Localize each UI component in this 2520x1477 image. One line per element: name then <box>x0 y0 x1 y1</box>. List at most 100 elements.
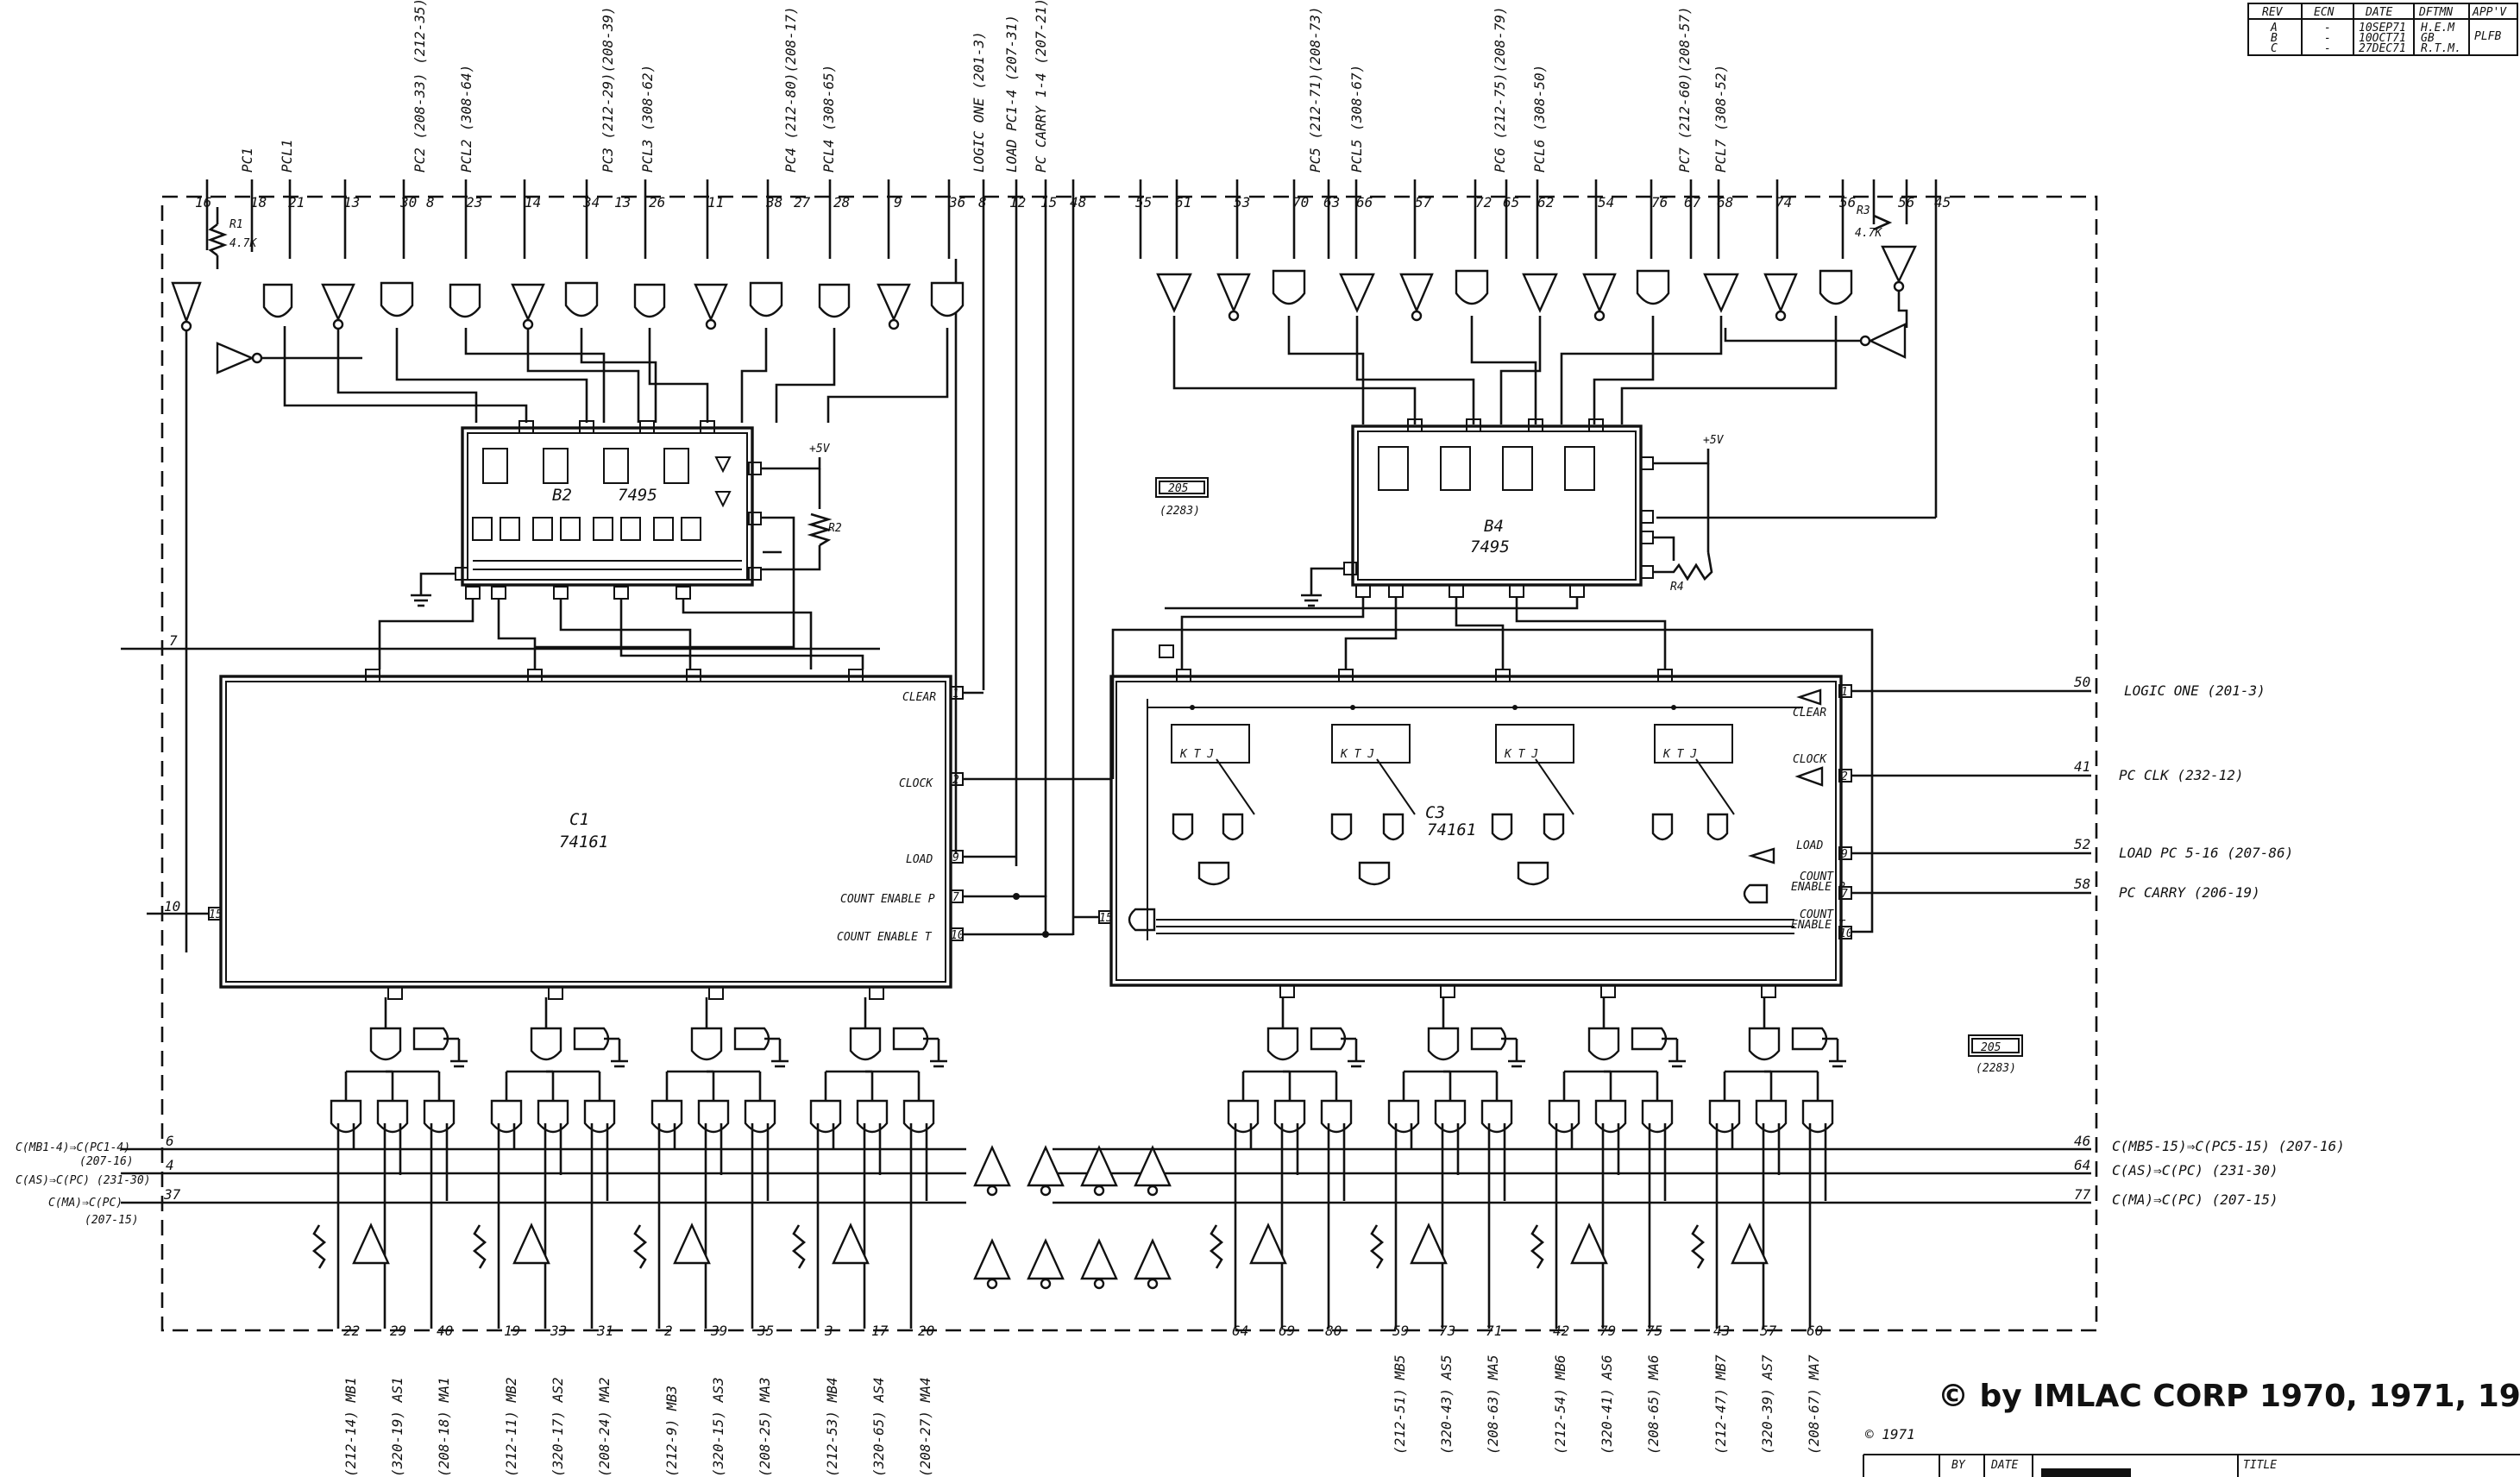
sig-pcl4: PCL4 (308-65) <box>820 65 837 173</box>
rev-b-ecn: - <box>2324 32 2331 45</box>
svg-text:LOGIC ONE (201-3): LOGIC ONE (201-3) <box>2124 682 2265 699</box>
gate-and-or-6 <box>1587 1027 1620 1061</box>
gate-nand-5-1 <box>1434 1099 1467 1134</box>
rev-header-4: APP'V <box>2472 6 2507 19</box>
svg-text:52: 52 <box>2074 836 2090 852</box>
pin-14: 14 <box>525 194 541 211</box>
svg-text:45: 45 <box>1934 194 1951 211</box>
svg-text:10: 10 <box>1839 927 1853 940</box>
svg-text:COUNT: COUNT <box>1800 908 1834 921</box>
c1-clear: CLEAR <box>902 691 936 704</box>
svg-text:41: 41 <box>2074 758 2090 775</box>
rev-a: A <box>2270 22 2278 35</box>
bottom-pin-left-2: 40 <box>437 1323 453 1339</box>
gate-nand-6-2 <box>1641 1099 1674 1134</box>
gate-nand-7-1 <box>1755 1099 1788 1134</box>
svg-text:4: 4 <box>166 1157 174 1173</box>
bottom-label-right-10: (320-39) AS7 <box>1759 1354 1775 1455</box>
bottom-pin-left-3: 19 <box>504 1323 520 1339</box>
svg-text:K T J: K T J <box>1340 748 1374 761</box>
gate-nand-4-0 <box>1227 1099 1260 1134</box>
bottom-pin-right-8: 75 <box>1646 1323 1662 1339</box>
vcc-b2: +5V <box>809 443 831 456</box>
gate-nand-1-0 <box>490 1099 523 1134</box>
bottom-pin-right-2: 80 <box>1325 1323 1342 1339</box>
svg-text:70: 70 <box>1292 194 1309 211</box>
gate-a1-7404-4 <box>877 283 911 322</box>
bottom-label-left-5: (208-24) MA2 <box>596 1377 613 1477</box>
inv-grid-1-3 <box>1134 1238 1172 1280</box>
bottom-label-left-10: (320-65) AS4 <box>870 1377 887 1477</box>
svg-text:C(MA)⇒C(PC): C(MA)⇒C(PC) <box>48 1197 123 1210</box>
rev-b-date: 10OCT71 <box>2359 32 2406 45</box>
bottom-pin-right-10: 57 <box>1760 1323 1777 1339</box>
bottom-label-left-0: (212-14) MB1 <box>342 1377 359 1477</box>
gate-d-0 <box>412 1027 449 1051</box>
gate-d-5 <box>1470 1027 1507 1051</box>
gate-b1-7407-1 <box>262 283 293 318</box>
resistor-7 <box>1690 1224 1706 1269</box>
svg-text:K T J: K T J <box>1179 748 1214 761</box>
inverter-3 <box>832 1222 870 1265</box>
rev-header-2: DATE <box>2365 6 2392 19</box>
gate-and-or-0 <box>369 1027 402 1061</box>
svg-text:55: 55 <box>1135 194 1152 211</box>
svg-text:PCL5 (308-67): PCL5 (308-67) <box>1348 65 1365 173</box>
svg-text:77: 77 <box>2074 1186 2091 1203</box>
rev-header-0: REV <box>2262 6 2284 19</box>
pin-36: 36 <box>948 194 965 211</box>
gate-and-or-3 <box>849 1027 882 1061</box>
board-ref-2: 205 (2283) <box>1968 1034 2023 1075</box>
c3-flipflops: K T J K T J K T J K T J <box>1128 699 1803 940</box>
svg-text:(2283): (2283) <box>1159 505 1200 518</box>
inverter-7 <box>1731 1222 1769 1265</box>
gate-nand-3-1 <box>856 1099 889 1134</box>
c1-pin-10: 10 <box>951 929 965 942</box>
gate-nand-6-0 <box>1548 1099 1580 1134</box>
wires-b4-to-c3 <box>1159 597 1667 669</box>
wires-gates-to-b2 <box>185 326 949 952</box>
svg-text:PCL7 (308-52): PCL7 (308-52) <box>1712 65 1729 173</box>
inverter-a1-left <box>171 281 202 324</box>
bottom-pin-right-0: 64 <box>1232 1323 1248 1339</box>
copyright-small: © 1971 <box>1865 1426 1915 1442</box>
gate-nand-2-1 <box>697 1099 730 1134</box>
svg-text:7: 7 <box>1841 888 1848 901</box>
svg-text:(207-16): (207-16) <box>79 1155 134 1168</box>
rev-b-dftmn: GB <box>2421 32 2435 45</box>
gate-a2-7403-2 <box>564 281 599 317</box>
pin-23: 23 <box>466 194 482 211</box>
svg-text:205: 205 <box>1981 1041 2002 1054</box>
bottom-pin-left-6: 2 <box>664 1323 673 1339</box>
c1-pin-2: 2 <box>952 774 959 787</box>
bottom-pin-right-1: 69 <box>1279 1323 1295 1339</box>
rev-a-date: 10SEP71 <box>2359 22 2406 35</box>
gate-d-7 <box>1791 1027 1828 1051</box>
svg-text:53: 53 <box>1234 194 1250 211</box>
svg-text:C3: C3 <box>1425 803 1445 822</box>
inverter-2 <box>673 1222 711 1265</box>
resistor-1 <box>472 1224 487 1269</box>
pin-27: 27 <box>794 194 811 211</box>
resistor-2 <box>632 1224 648 1269</box>
gate-a1-7404-2 <box>511 283 545 322</box>
revision-block: REV ECN DATE DFTMN APP'V A - 10SEP71 H.E… <box>2247 3 2518 56</box>
gate-a2-7403-1 <box>380 281 414 317</box>
title-block: BY DATE TITLE <box>1863 1454 2520 1477</box>
bottom-label-right-4: (320-43) AS5 <box>1438 1354 1455 1455</box>
svg-text:54: 54 <box>1598 194 1614 211</box>
bottom-pin-right-9: 43 <box>1713 1323 1730 1339</box>
chip-c1: C1 74161 CLEAR CLOCK LOAD COUNT ENABLE P… <box>147 669 1113 1000</box>
inv-grid-1-0 <box>973 1238 1011 1280</box>
top-gates-left <box>171 281 965 374</box>
svg-text:DATE: DATE <box>1990 1459 2018 1472</box>
gate-d-2 <box>733 1027 770 1051</box>
svg-text:74161: 74161 <box>1427 820 1476 839</box>
b2-ref: B2 <box>552 486 572 505</box>
gate-and-or-2 <box>690 1027 723 1061</box>
svg-text:CLEAR: CLEAR <box>1793 707 1826 720</box>
bottom-label-right-11: (208-67) MA7 <box>1806 1354 1822 1455</box>
svg-text:58: 58 <box>2074 876 2090 892</box>
label-r1-val: 4.7K <box>229 237 257 250</box>
